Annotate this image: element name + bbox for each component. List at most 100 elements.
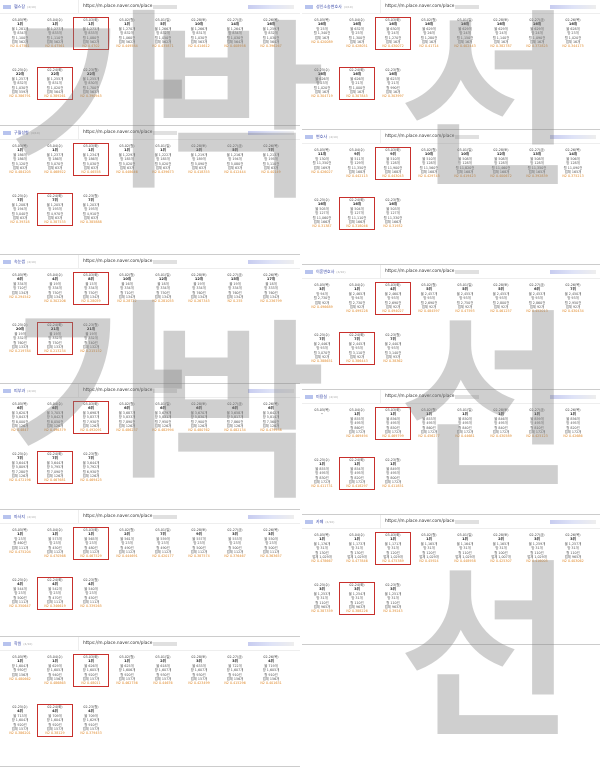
card-visitor-reviews: 방 710건 [13,286,27,291]
card-monthly-searches: 월 1,150건 [456,35,474,40]
card-blog-reviews: 블 2,465개 [348,291,366,296]
card-visitor-reviews: 방 93개 [387,346,399,351]
card-monthly-searches: 월 990건 [386,85,400,90]
card-n2-score: N2 0.494027 [382,309,404,314]
panel-keyword-link[interactable]: 마사지(4/10) [0,509,79,524]
card-monthly-searches: 월 1,020건 [564,35,582,40]
card-n2-score: N2 0.412444 [224,170,246,175]
card-rank: 1위 [17,148,23,153]
card-blog-reviews: 블 503개 [386,206,400,211]
card-n2-score: N2 0.350647 [9,604,31,609]
place-url-link[interactable]: https://m.place.naver.com/place [83,130,153,135]
card-visitor-reviews: 방 332개 [48,336,62,341]
panel-keyword-link[interactable]: 학원(4/10) [0,636,79,651]
place-url-link[interactable]: https://m.place.naver.com/place [385,394,455,399]
card-date: 03-03(화) [83,402,99,406]
panel-keyword-link[interactable]: 구월성형(4/10) [0,125,79,140]
panel-keyword-link[interactable]: 속눈썹(4/10) [0,254,79,269]
card-business-count: 업체 92개 [421,305,437,310]
place-url-link[interactable]: https://m.place.naver.com/place [385,4,455,9]
panel-keyword-link[interactable]: 이혼변호사(4/10) [302,264,381,279]
card-date: 02-23(월) [83,452,99,456]
place-url-link[interactable]: https://m.place.naver.com/place [83,514,153,519]
card-monthly-searches: 월 500건 [13,595,27,600]
card-blog-reviews: 블 3,658개 [226,410,244,415]
card-visitor-reviews: 방 193개 [48,207,62,212]
keyword-icon [3,130,11,135]
card-monthly-searches: 월 5,110건 [262,161,280,166]
card-monthly-searches: 월 800건 [386,475,400,480]
panel-keyword-link[interactable]: 성인소송변호사(4/10) [302,0,381,14]
card-blog-reviews: 블 542개 [48,586,62,591]
card-monthly-searches: 월 840건 [494,425,508,430]
place-url-link[interactable]: https://m.place.naver.com/place [385,269,455,274]
redacted-business-name [550,270,596,274]
card-blog-reviews: 블 2,460개 [384,291,402,296]
card-business-count: 업체 63개 [155,166,171,171]
card-visitor-reviews: 방 24개 [495,31,507,36]
place-url-link[interactable]: https://m.place.naver.com/place [83,4,153,9]
panel-keyword-link[interactable]: 미용실(4/10) [302,389,381,404]
card-visitor-reviews: 방 495개 [386,421,400,426]
place-url-link[interactable]: https://m.place.naver.com/place [83,259,153,264]
card-blog-reviews: 블 1,222개 [154,152,172,157]
keyword-count: (4/10) [27,259,37,264]
card-n2-score: N2 0.470568 [44,554,66,559]
card-business-count: 업체 92개 [565,305,581,310]
panel-keyword-link[interactable]: 카페(4/10) [302,514,381,529]
card-blog-reviews: 블 559개 [156,536,170,541]
card-monthly-searches: 업체 92개 [314,300,330,305]
card-monthly-searches: 업체 111개 [11,545,29,550]
card-visitor-reviews: 방 23개 [85,591,97,596]
card-rank: 6위 [534,287,540,292]
card-visitor-reviews: 방 495개 [350,421,364,426]
panel-keyword-link[interactable]: 피부과(4/10) [0,383,79,398]
card-n2-score: N2 0.28722 [117,299,137,304]
card-visitor-reviews: 방 93개 [387,296,399,301]
card-rank: 16위 [424,22,434,27]
card-date: 03-04(수) [349,283,365,287]
place-url-link[interactable]: https://m.place.naver.com/place [83,388,153,393]
card-visitor-reviews: 방 23개 [193,541,205,546]
card-monthly-searches: 월 450건 [48,545,62,550]
keyword-panel: 미용실(4/10) https://m.place.naver.com/place… [302,389,600,515]
card-n2-score: N2 0.44676 [153,681,173,686]
card-monthly-searches: 월 1,030건 [226,35,244,40]
card-date: 03-02(월) [421,283,437,287]
card-monthly-searches: 월 11,350건 [347,165,367,170]
panel-keyword-link[interactable]: 변호사(4/10) [302,129,381,144]
card-date: 02-24(화) [349,333,365,337]
card-rank: 10위 [194,22,204,27]
place-url-link[interactable]: https://m.place.naver.com/place [83,641,153,646]
card-date: 02-25(수) [314,198,330,202]
place-url-link[interactable]: https://m.place.naver.com/place [385,519,455,524]
place-url-link[interactable]: https://m.place.naver.com/place [385,134,455,139]
card-n2-score: N2 0.281055 [152,299,174,304]
card-monthly-searches: 월 8,050건 [46,419,64,424]
card-business-count: 업체 16개 [421,40,437,45]
card-monthly-searches: 월 760건 [264,290,278,295]
card-business-count: 업체 564개 [262,40,280,45]
card-date: 02-25(수) [12,452,28,456]
card-business-count: 업체 126개 [154,424,172,429]
card-n2-score: N2 0.387574 [188,554,210,559]
card-rank: 6위 [268,406,274,411]
card-visitor-reviews: 방 21개 [351,81,363,86]
panel-keyword-link[interactable]: 헬스장(4/10) [0,0,79,14]
card-business-count: 업체 16개 [493,40,509,45]
card-visitor-reviews: 방 31개 [387,546,399,551]
card-n2-score: N2 0.387359 [311,609,333,614]
card-date: 02-27(금) [227,402,243,406]
card-visitor-reviews: 방 1,629개 [82,718,100,723]
